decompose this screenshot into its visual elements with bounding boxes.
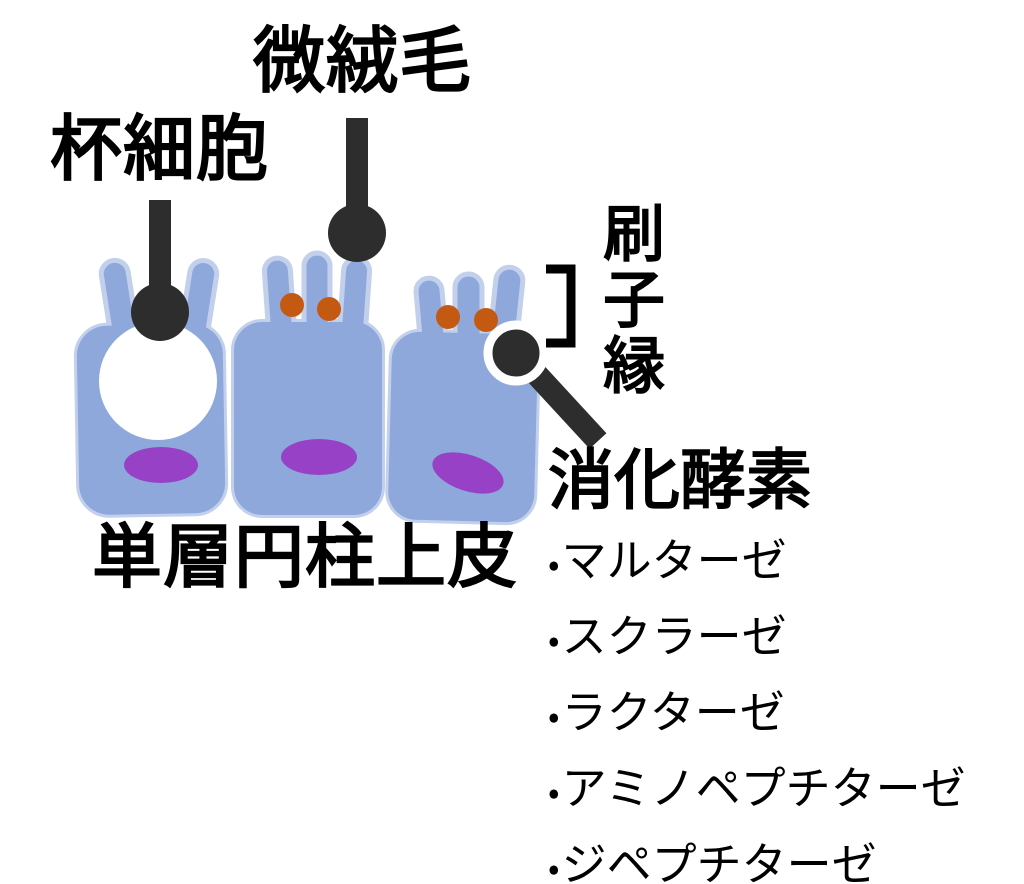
digestive-enzyme-pointer-icon <box>483 320 607 449</box>
microvilli-label: 微絨毛 <box>253 22 473 102</box>
goblet-cell-label: 杯細胞 <box>50 110 270 190</box>
cell-2 <box>231 250 385 518</box>
microvilli-pointer-icon <box>328 118 386 262</box>
enzyme-name: ジペプチターゼ <box>561 839 877 884</box>
enzyme-name: スクラーゼ <box>561 611 787 662</box>
brush-border-label: 刷子縁 <box>593 201 662 399</box>
cell-3-granule-1-icon <box>436 305 460 329</box>
bullet-icon: ・ <box>548 622 560 660</box>
cell-3-nucleus <box>432 452 504 494</box>
enzyme-name: アミノペプチターゼ <box>561 763 966 814</box>
goblet-mucus-vacuole <box>99 322 217 440</box>
epithelium-label: 単層円柱上皮 <box>92 518 518 596</box>
cell-1-nucleus <box>124 447 198 483</box>
enzyme-name: ラクターゼ <box>561 687 785 738</box>
digestive-enzymes-panel: 消化酵素 ・マルターゼ ・スクラーゼ ・ラクターゼ ・アミノペプチターゼ ・ジペ… <box>548 447 966 884</box>
bullet-icon: ・ <box>548 698 560 736</box>
cell-3 <box>385 264 541 526</box>
cell-2-granule-2-icon <box>317 297 341 321</box>
cell-2-nucleus <box>281 439 357 475</box>
cell-3-granule-2-icon <box>474 308 498 332</box>
bullet-icon: ・ <box>548 774 560 812</box>
brush-border-bracket-icon <box>546 264 576 348</box>
enzyme-list-item: ・スクラーゼ <box>548 601 966 677</box>
cell-2-granule-1-icon <box>280 293 304 317</box>
enzyme-name: マルターゼ <box>561 535 787 586</box>
enzyme-list-item: ・ジペプチターゼ <box>548 829 966 884</box>
digestive-enzymes-title: 消化酵素 <box>548 443 812 517</box>
bullet-icon: ・ <box>548 546 560 584</box>
cell-2-body <box>234 322 382 515</box>
bullet-icon: ・ <box>548 850 560 884</box>
goblet-cell-pointer-icon <box>131 200 189 341</box>
enzyme-list-item: ・ラクターゼ <box>548 677 966 753</box>
enzyme-list-item: ・アミノペプチターゼ <box>548 753 966 829</box>
enzyme-list-item: ・マルターゼ <box>548 525 966 601</box>
digestive-enzymes-list: ・マルターゼ ・スクラーゼ ・ラクターゼ ・アミノペプチターゼ ・ジペプチターゼ <box>548 525 966 884</box>
